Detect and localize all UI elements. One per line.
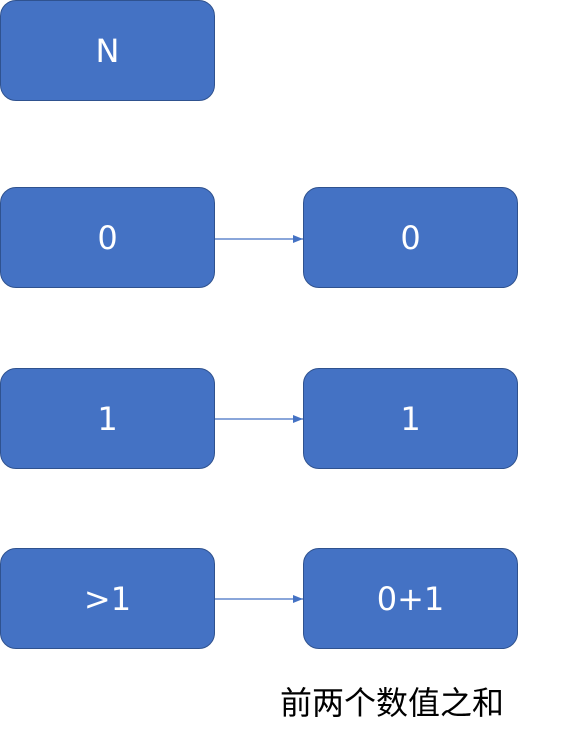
box-input-0-label: 0 bbox=[97, 218, 118, 257]
box-output-0-label: 0 bbox=[400, 218, 421, 257]
box-input-0: 0 bbox=[0, 187, 215, 288]
box-n-label: N bbox=[95, 31, 120, 70]
caption-sum-of-previous-two: 前两个数值之和 bbox=[280, 684, 505, 722]
box-output-1: 1 bbox=[303, 368, 518, 469]
box-output-0: 0 bbox=[303, 187, 518, 288]
box-output-sum-label: 0+1 bbox=[376, 579, 445, 618]
box-input-1: 1 bbox=[0, 368, 215, 469]
box-input-gt1: >1 bbox=[0, 548, 215, 649]
box-output-1-label: 1 bbox=[400, 399, 421, 438]
box-n: N bbox=[0, 0, 215, 101]
box-input-1-label: 1 bbox=[97, 399, 118, 438]
box-input-gt1-label: >1 bbox=[83, 579, 132, 618]
box-output-sum: 0+1 bbox=[303, 548, 518, 649]
